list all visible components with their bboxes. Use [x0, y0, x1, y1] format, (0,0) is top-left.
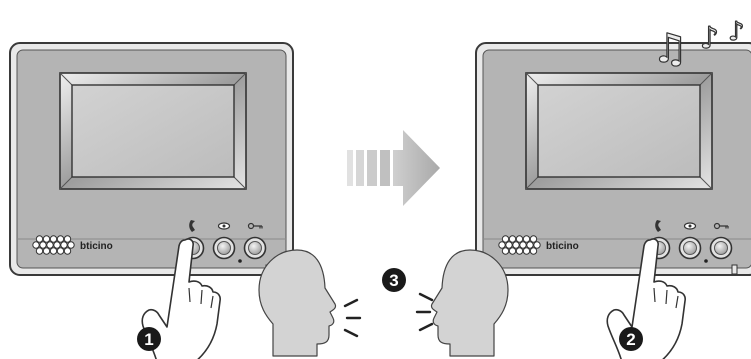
eye-icon: [683, 222, 697, 230]
key-button[interactable]: [243, 236, 267, 260]
step-badge-1: 1: [137, 327, 161, 351]
sound-waves-right: [415, 292, 434, 332]
speaking-head-right: [430, 249, 509, 357]
svg-text:♫: ♫: [652, 26, 688, 72]
status-led: [704, 259, 708, 263]
status-led: [238, 259, 242, 263]
step-badge-3: 3: [382, 268, 406, 292]
handset-icon: [189, 220, 195, 232]
brand-logo-left: bticino: [80, 241, 113, 252]
speaker-grille: [32, 235, 75, 255]
key-icon: [247, 222, 263, 230]
svg-text:2: 2: [626, 330, 635, 349]
eye-button[interactable]: [212, 236, 236, 260]
sound-waves-left: [343, 298, 362, 338]
svg-text:3: 3: [389, 271, 398, 290]
svg-text:1: 1: [144, 330, 153, 349]
key-icon: [713, 222, 729, 230]
svg-text:♪: ♪: [700, 21, 719, 56]
arrow-right-icon: [347, 130, 440, 206]
brand-logo-right: bticino: [546, 241, 579, 252]
speaking-head-left: [258, 249, 337, 357]
intercom-device-left: bticino: [9, 42, 294, 276]
key-button[interactable]: [709, 236, 733, 260]
music-notes-icon: ♫ ♪ ♪: [651, 16, 745, 72]
mic-slot: [731, 264, 738, 275]
eye-icon: [217, 222, 231, 230]
svg-text:♪: ♪: [728, 17, 745, 47]
speaker-grille: [498, 235, 541, 255]
step-badge-2: 2: [619, 327, 643, 351]
eye-button[interactable]: [678, 236, 702, 260]
handset-icon: [655, 220, 661, 232]
intercom-device-right: bticino: [475, 42, 751, 276]
